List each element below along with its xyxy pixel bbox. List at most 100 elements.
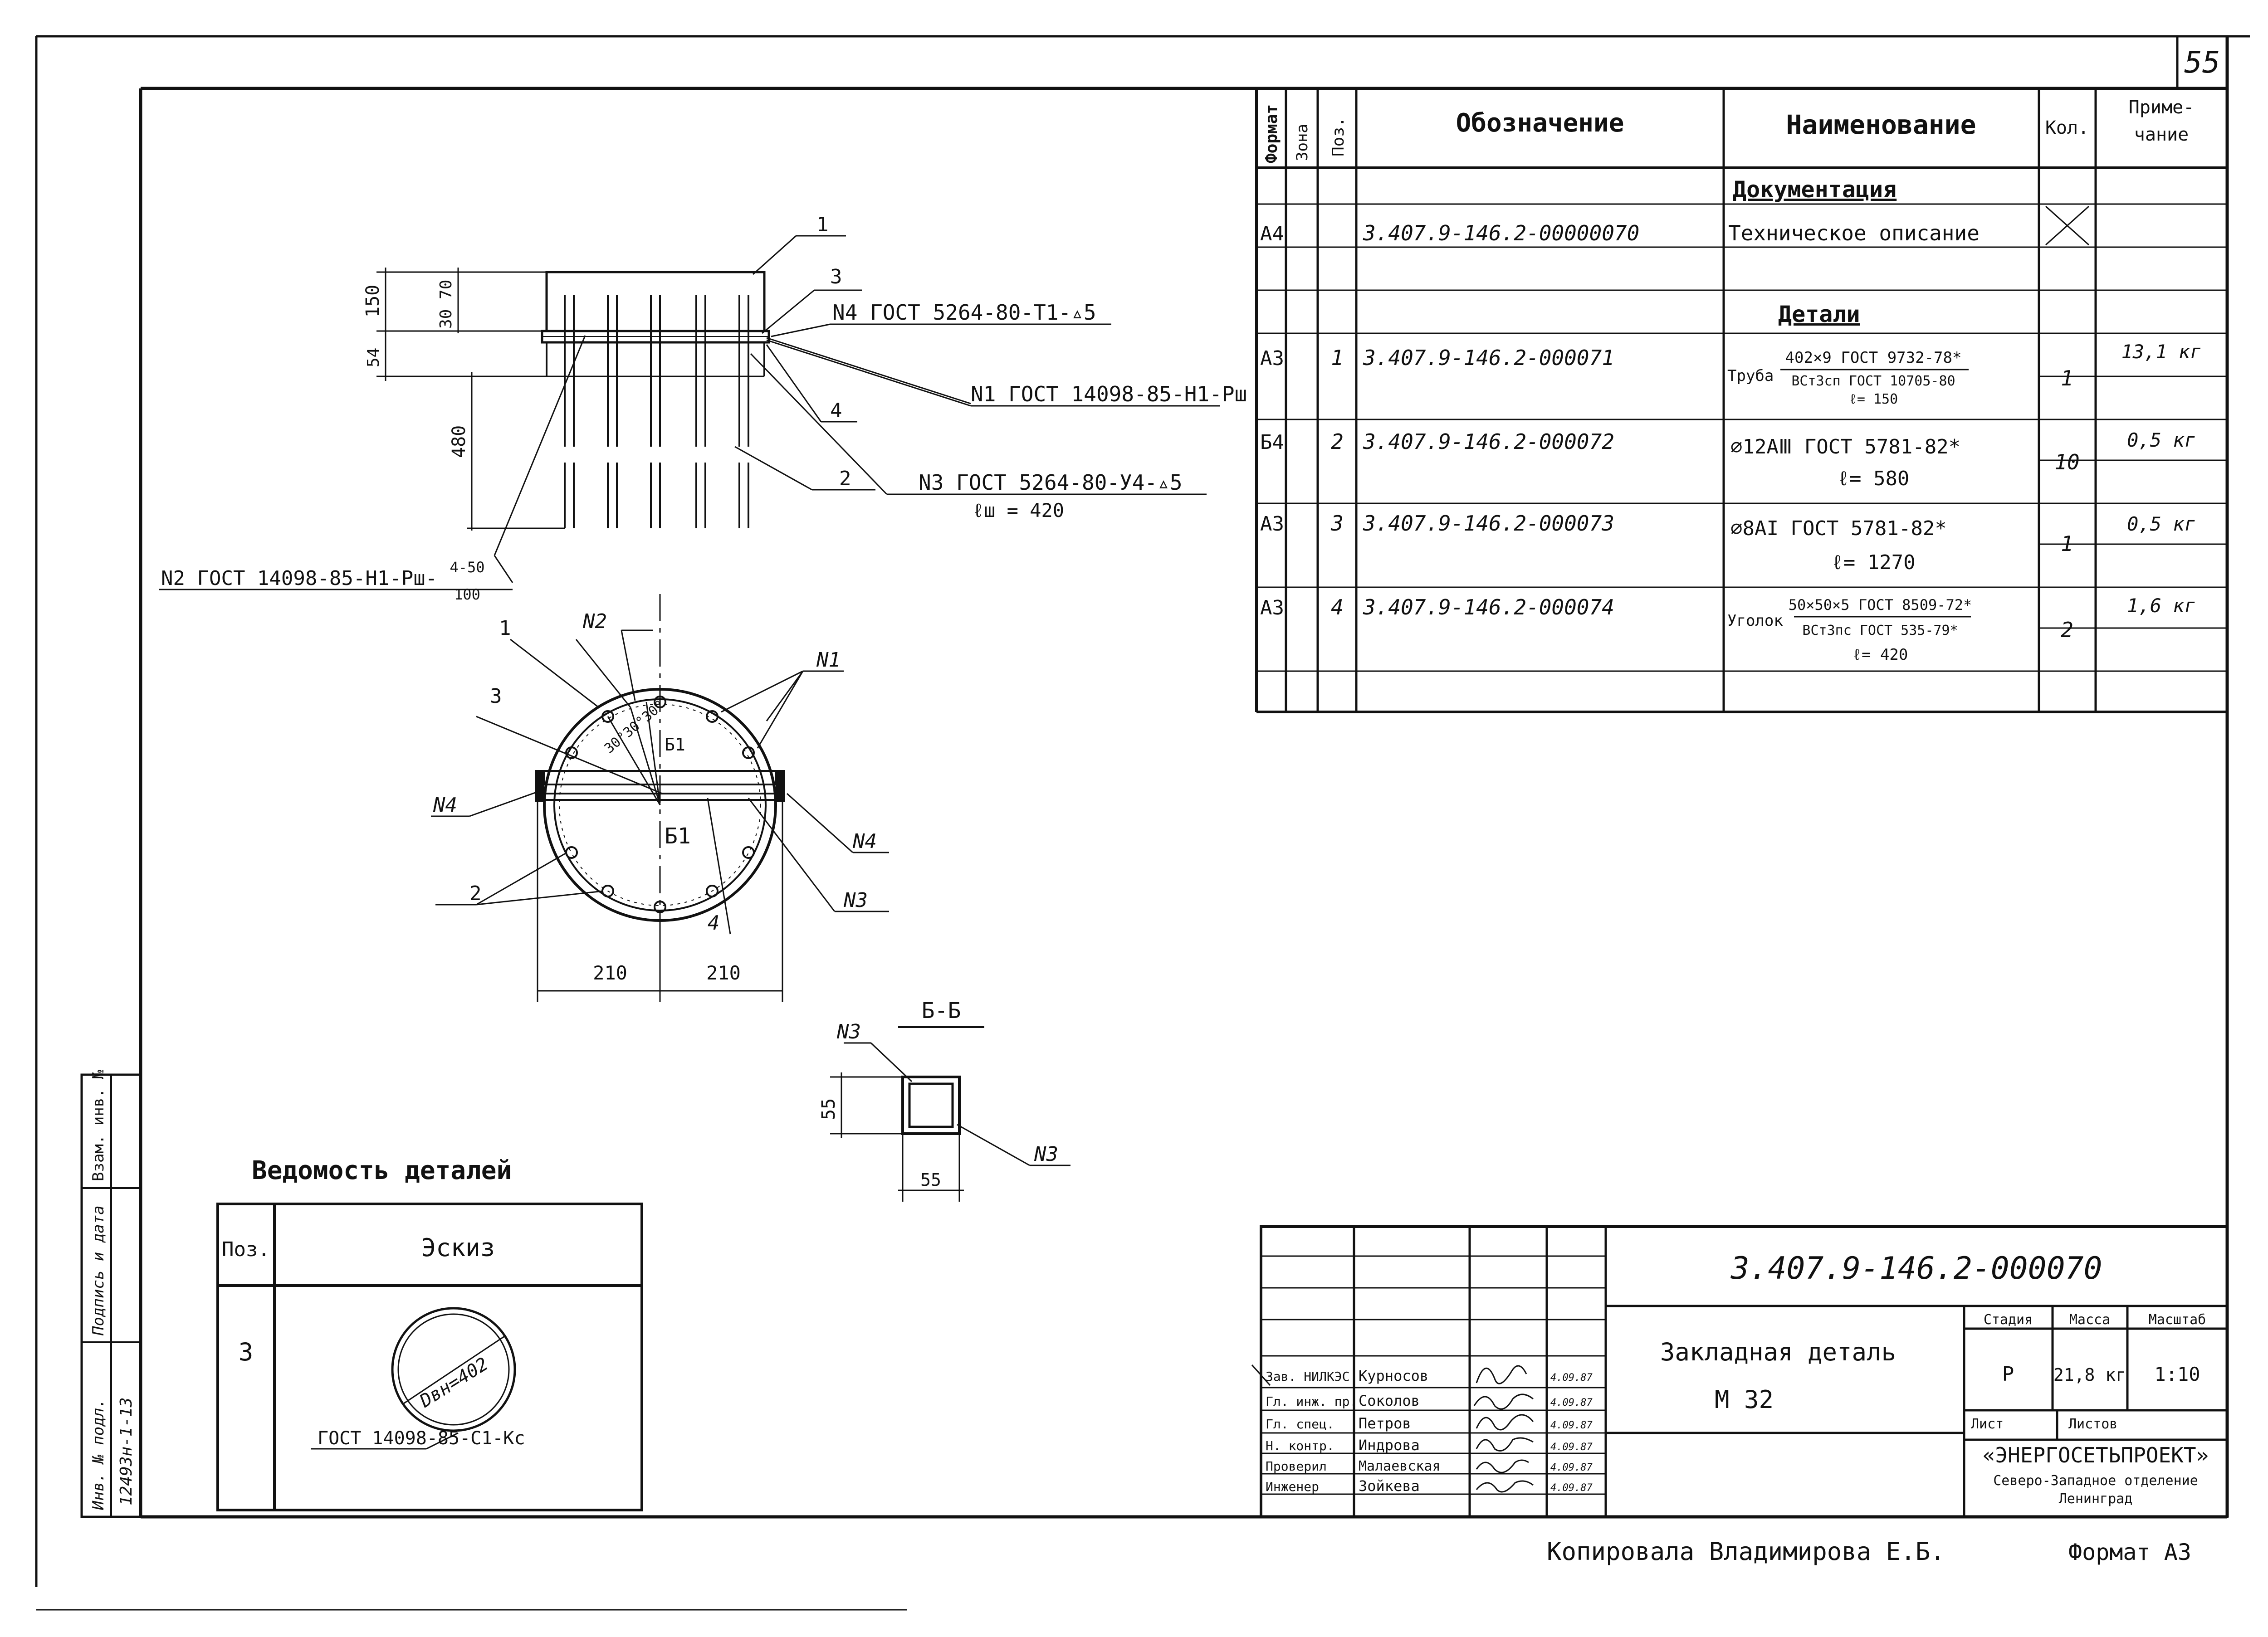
- row-name-line2: ℓ= 580: [1838, 467, 1910, 490]
- row-format: А4: [1260, 222, 1284, 245]
- callout-n3-length: ℓш = 420: [973, 499, 1064, 521]
- row-designation: 3.407.9-146.2-000074: [1363, 595, 1614, 619]
- pipe-circle: [543, 688, 777, 922]
- title-org-line2: Северо-Западное отделение: [1993, 1473, 2198, 1489]
- person-name: Малаевская: [1359, 1458, 1441, 1474]
- plan-callout-3: 3: [490, 685, 502, 708]
- person-date: 4.09.87: [1550, 1397, 1593, 1408]
- person-role: Н. контр.: [1266, 1438, 1334, 1453]
- details-row-pos: 3: [239, 1338, 254, 1366]
- person-role: Проверил: [1266, 1459, 1327, 1474]
- left-margin-stamp: Взам. инв. № Подпись и дата Инв. № подл.…: [80, 1070, 142, 1518]
- spec-header-zone: Зона: [1293, 124, 1311, 161]
- spec-header-format: Формат: [1262, 104, 1281, 163]
- row-pos: 4: [1331, 595, 1344, 619]
- title-name-2: М 32: [1715, 1385, 1774, 1414]
- details-title: Ведомость деталей: [252, 1156, 512, 1185]
- ring-diameter: Dвн=402: [416, 1354, 492, 1412]
- callout-n2-frac-top: 4-50: [450, 559, 484, 576]
- row-pos: 2: [1331, 429, 1344, 454]
- row-name-top: 50×50×5 ГОСТ 8509-72*: [1789, 596, 1972, 614]
- row-designation: 3.407.9-146.2-000071: [1363, 346, 1614, 370]
- row-name-line3: ℓ= 150: [1849, 391, 1898, 407]
- section-details: Детали: [1778, 301, 1860, 327]
- row-pos: 3: [1330, 511, 1344, 536]
- spec-header-name: Наименование: [1786, 109, 1976, 140]
- dim-150: 150: [362, 285, 383, 317]
- dim-30-70: 30 70: [437, 280, 455, 329]
- row-format: А3: [1260, 347, 1284, 370]
- title-sheet-header: Лист: [1971, 1416, 2004, 1432]
- person-date: 4.09.87: [1550, 1372, 1593, 1384]
- plan-section-mark-bottom: Б1: [665, 823, 691, 849]
- section-documentation: Документация: [1733, 176, 1897, 203]
- callout-n3: N3 ГОСТ 5264-80-У4-▵5: [919, 470, 1183, 495]
- margin-inv-value: 12493н-1-13: [117, 1398, 136, 1505]
- spec-header-pos: Поз.: [1329, 117, 1348, 156]
- plan-callout-n1: N1: [816, 648, 841, 672]
- title-stage-header: Стадия: [1984, 1312, 2033, 1328]
- row-name-bottom: ВСт3сп ГОСТ 10705-80: [1791, 373, 1955, 389]
- section-bb: Б-Б N3 N3 55 55: [818, 998, 1070, 1202]
- person-role: Гл. спец.: [1266, 1417, 1334, 1432]
- margin-sign-date: Подпись и дата: [89, 1205, 108, 1336]
- row-name: Техническое описание: [1728, 221, 1980, 245]
- spec-header-note-1: Приме-: [2129, 97, 2195, 118]
- ring-sketch: [391, 1307, 516, 1432]
- margin-replace-inv: Взам. инв. №: [89, 1070, 108, 1181]
- details-header-pos: Поз.: [222, 1238, 270, 1261]
- row-note: 1,6 кг: [2127, 594, 2196, 617]
- person-role: Зав. НИЛКЭС: [1266, 1369, 1349, 1384]
- person-name: Курносов: [1359, 1367, 1428, 1384]
- title-scale: 1:10: [2154, 1363, 2200, 1385]
- person-role: Инженер: [1266, 1479, 1319, 1494]
- person-date: 4.09.87: [1550, 1462, 1593, 1473]
- row-name: ⌀12АⅢ ГОСТ 5781-82*: [1730, 435, 1960, 458]
- row-note: 0,5 кг: [2127, 429, 2196, 451]
- row-name-top: 402×9 ГОСТ 9732-78*: [1785, 349, 1962, 367]
- details-header-sketch: Эскиз: [421, 1233, 495, 1262]
- title-block: 3.407.9-146.2-000070 Закладная деталь М …: [1251, 1225, 2229, 1518]
- callout-3: 3: [830, 265, 842, 288]
- section-bb-title: Б-Б: [922, 998, 961, 1023]
- callout-n1: N1 ГОСТ 14098-85-Н1-Рш: [971, 382, 1247, 406]
- person-name: Зойкева: [1359, 1477, 1420, 1495]
- row-name-bottom: ВСт3пс ГОСТ 535-79*: [1802, 623, 1958, 638]
- row-format: А3: [1260, 512, 1284, 536]
- title-name-1: Закладная деталь: [1660, 1338, 1896, 1366]
- callout-n2-frac-bottom: 100: [454, 586, 480, 603]
- section-bb-n3-bottom: N3: [1034, 1143, 1058, 1166]
- row-designation: 3.407.9-146.2-00000070: [1363, 221, 1639, 245]
- plan-callout-2: 2: [469, 882, 482, 905]
- row-qty: 1: [2061, 366, 2073, 390]
- callout-n2: N2 ГОСТ 14098-85-Н1-Рш-: [161, 567, 437, 590]
- row-name-line3: ℓ= 420: [1853, 646, 1908, 664]
- spec-header-qty: Кол.: [2045, 117, 2089, 138]
- title-mass-header: Масса: [2069, 1312, 2110, 1328]
- title-org-line3: Ленинград: [2059, 1491, 2133, 1507]
- row-qty: 2: [2061, 618, 2073, 642]
- title-scale-header: Масштаб: [2149, 1312, 2206, 1328]
- person-name: Петров: [1359, 1415, 1411, 1432]
- ring-gost: ГОСТ 14098-85-С1-Кс: [318, 1428, 525, 1449]
- person-date: 4.09.87: [1550, 1420, 1593, 1431]
- plan-callout-n2: N2: [582, 610, 607, 633]
- row-name-prefix: Уголок: [1727, 612, 1783, 630]
- spec-header-note-2: чание: [2134, 124, 2189, 145]
- title-code: 3.407.9-146.2-000070: [1730, 1251, 2102, 1286]
- margin-inv-orig: Инв. № подл.: [89, 1398, 108, 1510]
- plan-callout-n4-right: N4: [852, 830, 877, 853]
- title-stage: Р: [2002, 1363, 2014, 1386]
- row-note: 0,5 кг: [2127, 513, 2196, 535]
- plan-angles: 30°30°30°: [601, 697, 668, 756]
- footer-format: Формат А3: [2068, 1539, 2191, 1565]
- callout-4: 4: [830, 399, 842, 422]
- row-name-line2: ℓ= 1270: [1831, 551, 1915, 574]
- plan-dim-right: 210: [706, 962, 741, 984]
- details-sheet: Ведомость деталей Поз. Эскиз 3 Dвн=402 Г…: [216, 1156, 643, 1511]
- row-format: Б4: [1260, 431, 1284, 454]
- row-name: ⌀8АI ГОСТ 5781-82*: [1730, 517, 1947, 540]
- elevation-view: 150 30 70 54 480 1 3 N4 ГОСТ 5264-80-Т1-…: [159, 213, 1247, 603]
- person-name: Индрова: [1359, 1437, 1420, 1454]
